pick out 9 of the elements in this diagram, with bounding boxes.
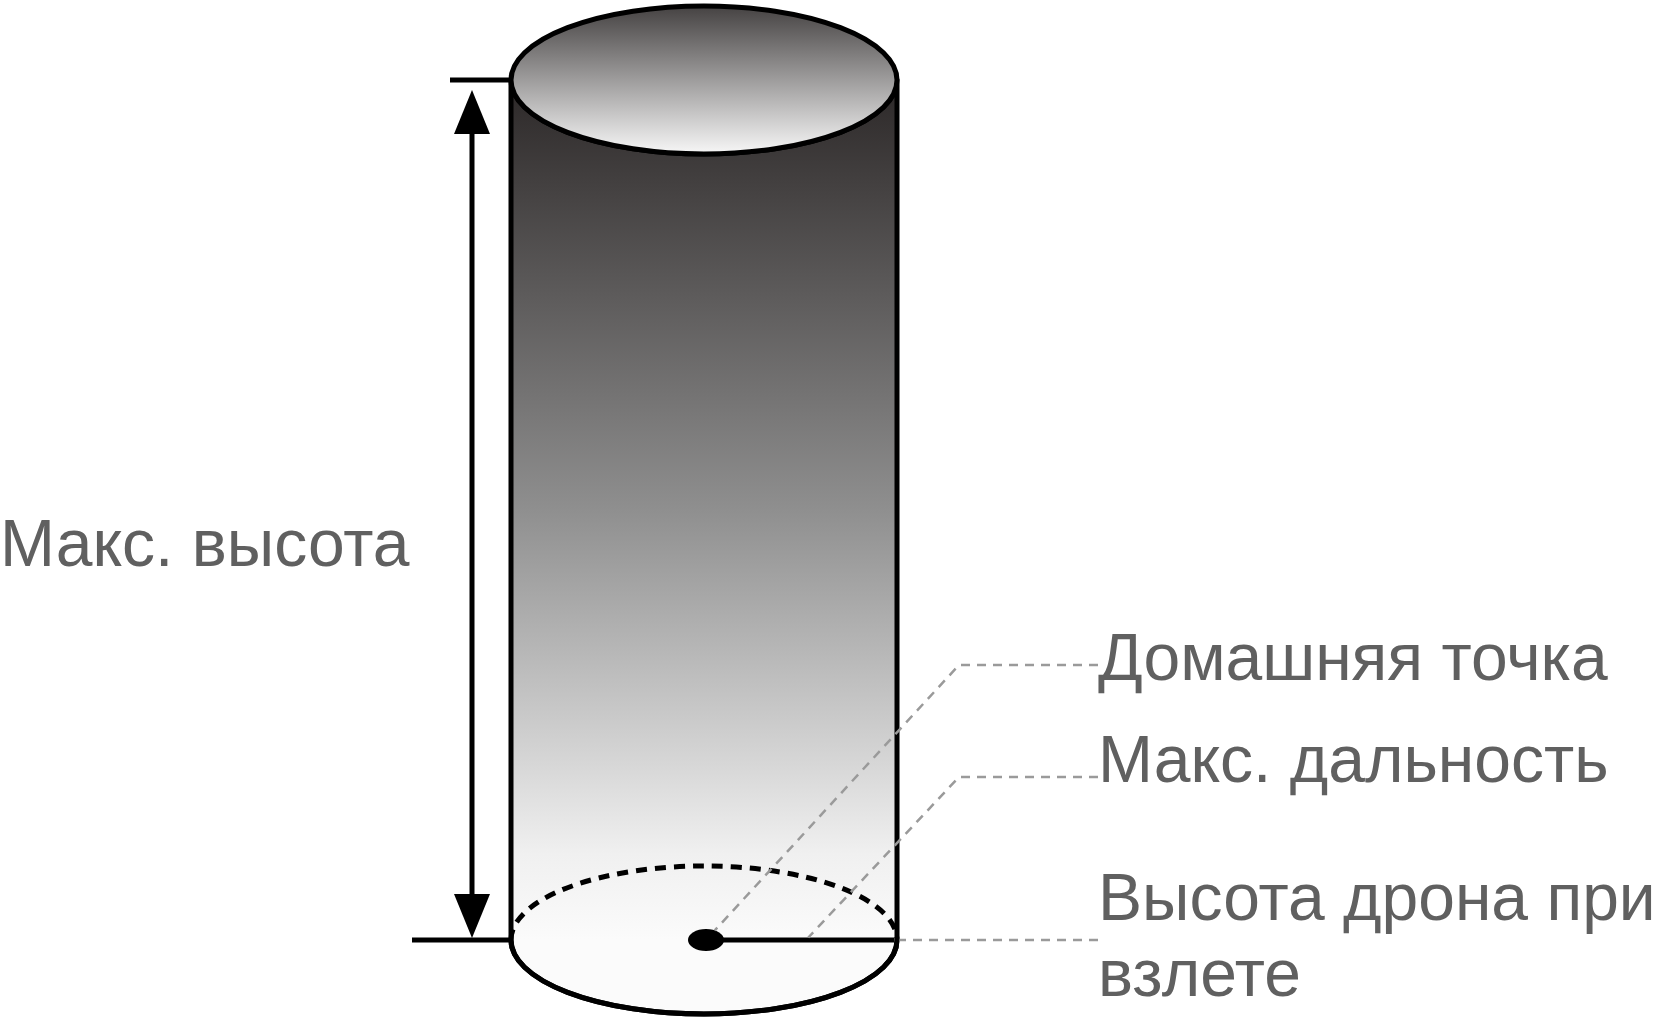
dimension-label: Макс. высота (0, 505, 410, 581)
callout-label: Высота дрона при взлете (1098, 859, 1658, 1011)
leader-line (899, 938, 1098, 942)
leader-line (807, 775, 1098, 939)
callout-label: Домашняя точка (1098, 619, 1608, 695)
callout-label: Макс. дальность (1098, 721, 1609, 797)
leader-line (713, 663, 1098, 932)
base-ellipse (508, 863, 900, 1017)
point-marker (688, 929, 724, 951)
